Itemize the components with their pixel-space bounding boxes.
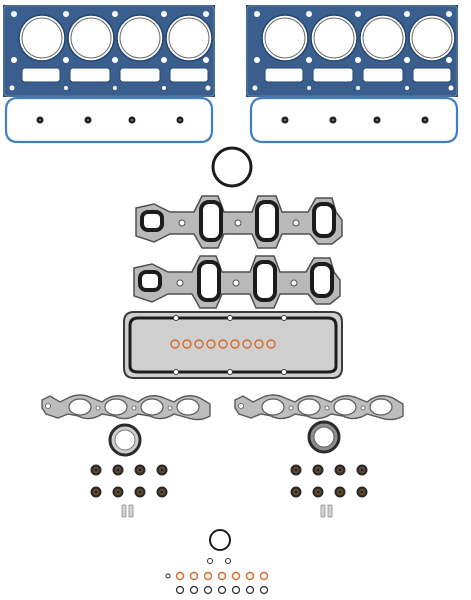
dowel-clips-left [121, 504, 134, 518]
valve-cover-gasket-left [4, 96, 214, 144]
head-gasket-left [3, 5, 215, 97]
exhaust-gasket-left [41, 394, 211, 421]
head-gasket-right [246, 5, 458, 97]
exhaust-flange-ring-left [108, 423, 142, 457]
dowel-clips-right [320, 504, 333, 518]
exhaust-flange-ring-right [307, 420, 341, 454]
small-o-rings [165, 529, 269, 595]
valve-cover-gasket-right [249, 96, 459, 144]
intake-gasket-lower [132, 254, 342, 310]
valley-cover-gasket [123, 311, 343, 379]
valve-stem-seals-right [290, 464, 368, 498]
throttle-body-o-ring [211, 146, 253, 188]
exhaust-gasket-right [234, 394, 404, 421]
valve-stem-seals-left [90, 464, 168, 498]
intake-gasket-upper [134, 194, 344, 250]
